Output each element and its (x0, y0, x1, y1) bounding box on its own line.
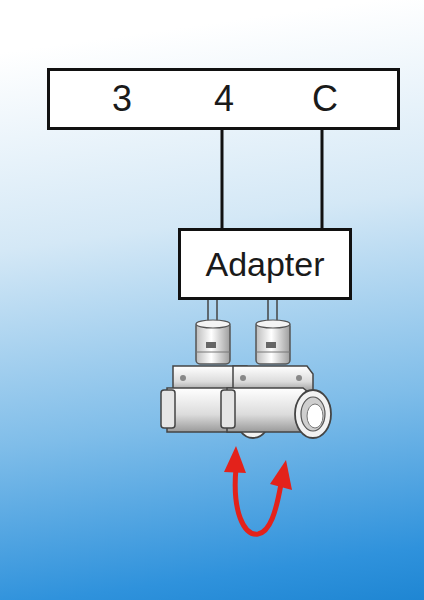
arrowhead (270, 460, 292, 490)
solenoid-valve (221, 300, 331, 438)
terminal-common: C (312, 81, 338, 117)
arrowhead (224, 446, 246, 473)
terminal-strip: 3 4 C (47, 68, 400, 130)
adapter-box: Adapter (178, 228, 352, 300)
wire (321, 130, 324, 228)
adapter-label: Adapter (205, 247, 324, 281)
terminal-4: 4 (214, 81, 234, 117)
terminal-3: 3 (112, 81, 132, 117)
wire (221, 130, 224, 228)
